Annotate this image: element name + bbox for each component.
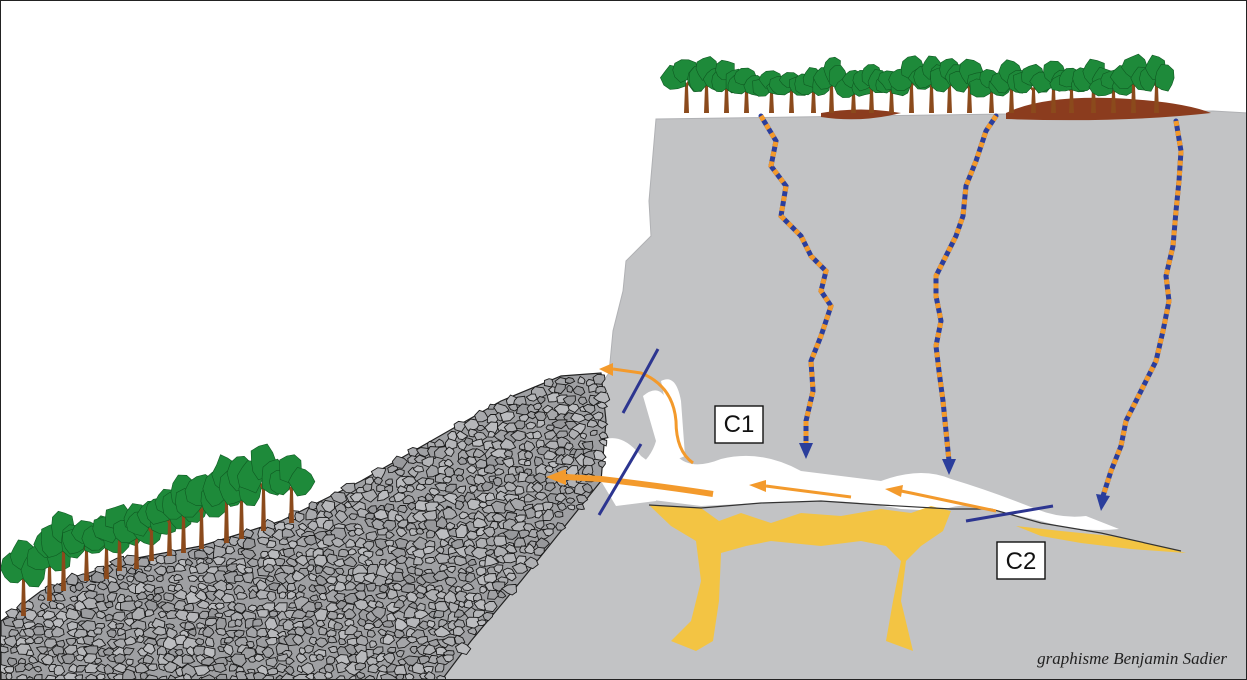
boulder-icon — [97, 674, 105, 679]
boulder-icon — [279, 592, 286, 599]
boulder-icon — [33, 627, 45, 635]
label-c2: C2 — [997, 542, 1045, 579]
boulder-icon — [235, 619, 242, 627]
boulder-icon — [346, 575, 352, 582]
boulder-icon — [382, 621, 393, 628]
boulder-icon — [275, 558, 285, 566]
boulder-icon — [117, 575, 124, 581]
boulder-icon — [126, 659, 133, 665]
boulder-icon — [416, 593, 425, 599]
boulder-icon — [147, 575, 155, 582]
boulder-icon — [477, 620, 486, 626]
credit-text: graphisme Benjamin Sadier — [1037, 649, 1227, 668]
boulder-icon — [533, 431, 542, 439]
boulder-icon — [206, 558, 213, 564]
boulder-icon — [434, 610, 444, 618]
boulder-icon — [267, 540, 276, 547]
boulder-icon — [456, 475, 463, 482]
boulder-icon — [327, 656, 335, 664]
boulder-icon — [427, 530, 435, 538]
boulder-icon — [287, 583, 296, 591]
boulder-icon — [407, 485, 415, 492]
boulder-icon — [166, 566, 175, 573]
boulder-icon — [388, 647, 396, 652]
boulder-icon — [164, 593, 174, 602]
boulder-icon — [213, 663, 227, 672]
boulder-icon — [205, 637, 214, 647]
boulder-icon — [368, 630, 376, 637]
boulder-icon — [314, 555, 327, 567]
boulder-icon — [237, 592, 248, 599]
boulder-icon — [525, 460, 531, 465]
boulder-icon — [366, 583, 376, 591]
boulder-icon — [503, 553, 517, 562]
label-c2-text: C2 — [1006, 548, 1037, 575]
boulder-icon — [339, 549, 349, 557]
boulder-icon — [546, 425, 554, 431]
boulder-icon — [257, 610, 269, 618]
boulder-icon — [138, 558, 150, 567]
boulder-icon — [1, 646, 8, 653]
boulder-icon — [199, 611, 209, 619]
boulder-icon — [392, 572, 404, 581]
boulder-icon — [253, 619, 263, 626]
label-c1-text: C1 — [724, 411, 755, 438]
boulder-icon — [337, 614, 344, 619]
boulder-icon — [56, 603, 64, 609]
boulder-icon — [327, 611, 337, 619]
boulder-icon — [576, 504, 584, 509]
boulder-icon — [425, 478, 434, 484]
boulder-icon — [67, 573, 78, 585]
label-c1: C1 — [715, 406, 763, 443]
boulder-icon — [148, 664, 158, 671]
boulder-icon — [386, 479, 393, 485]
boulder-icon — [266, 658, 277, 667]
boulder-icon — [555, 511, 563, 517]
boulder-icon — [544, 379, 553, 387]
boulder-icon — [515, 486, 524, 494]
boulder-icon — [6, 673, 12, 679]
boulder-icon — [216, 617, 226, 629]
boulder-icon — [280, 539, 289, 545]
